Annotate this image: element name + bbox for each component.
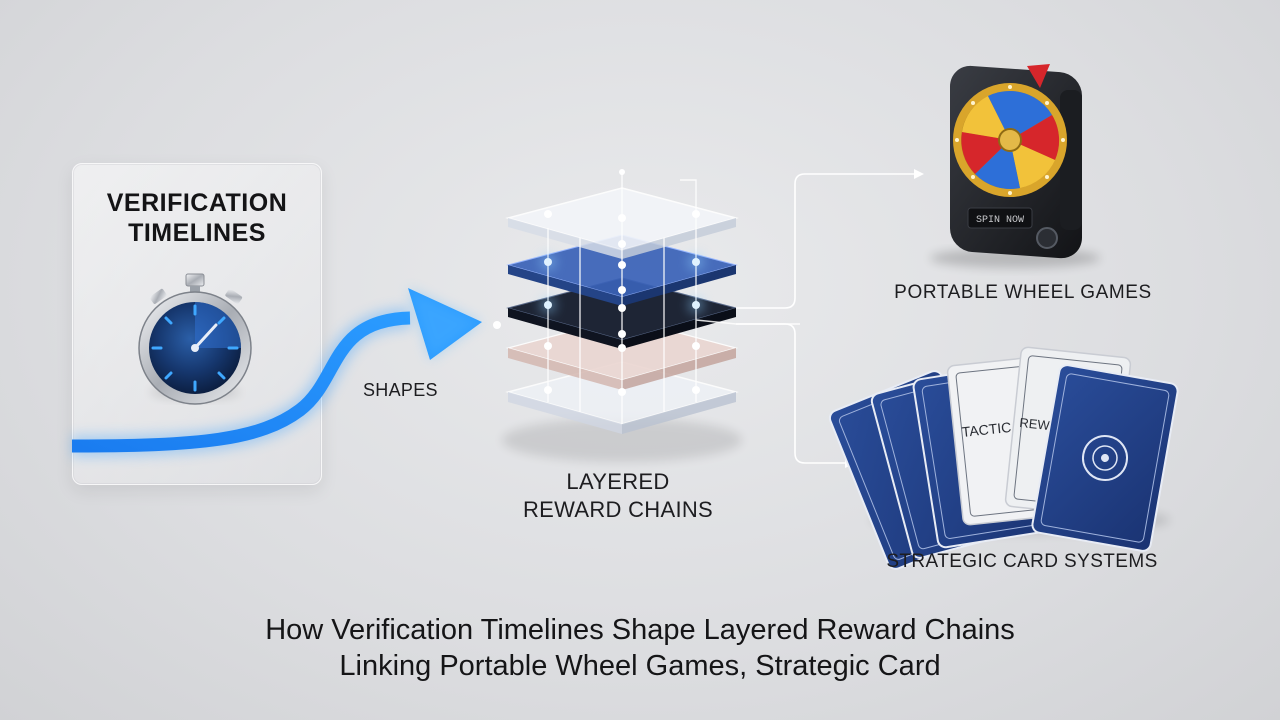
- connector-dot: [493, 321, 501, 329]
- strategic-card-systems-label: STRATEGIC CARD SYSTEMS: [886, 551, 1158, 572]
- branch-connector: [736, 173, 915, 464]
- caption-line1: How Verification Timelines Shape Layered…: [265, 614, 1015, 646]
- layered-label-line1: LAYERED: [566, 469, 670, 494]
- portable-wheel-games-label: PORTABLE WHEEL GAMES: [894, 282, 1152, 303]
- verification-timelines-title: VERIFICATION TIMELINES: [73, 188, 321, 248]
- shapes-label: SHAPES: [363, 380, 438, 400]
- verification-title-line1: VERIFICATION: [106, 189, 288, 217]
- arrowhead-to-wheel: [914, 169, 924, 179]
- figure-caption: How Verification Timelines Shape Layered…: [0, 612, 1280, 684]
- wheel-device-icon: SPIN NOW: [930, 64, 1100, 268]
- card-fan-icon: TACTIC MOD REWARD BOOS: [828, 346, 1179, 570]
- layered-stack-icon: [502, 169, 800, 462]
- verification-title-line2: TIMELINES: [128, 219, 266, 247]
- layered-reward-chains-label: LAYERED REWARD CHAINS: [500, 468, 736, 524]
- caption-line2: Linking Portable Wheel Games, Strategic …: [339, 650, 941, 682]
- stopwatch-icon: [138, 273, 252, 405]
- spin-now-screen: SPIN NOW: [976, 215, 1024, 226]
- layered-label-line2: REWARD CHAINS: [522, 497, 714, 522]
- timeline-arrow: [71, 288, 482, 457]
